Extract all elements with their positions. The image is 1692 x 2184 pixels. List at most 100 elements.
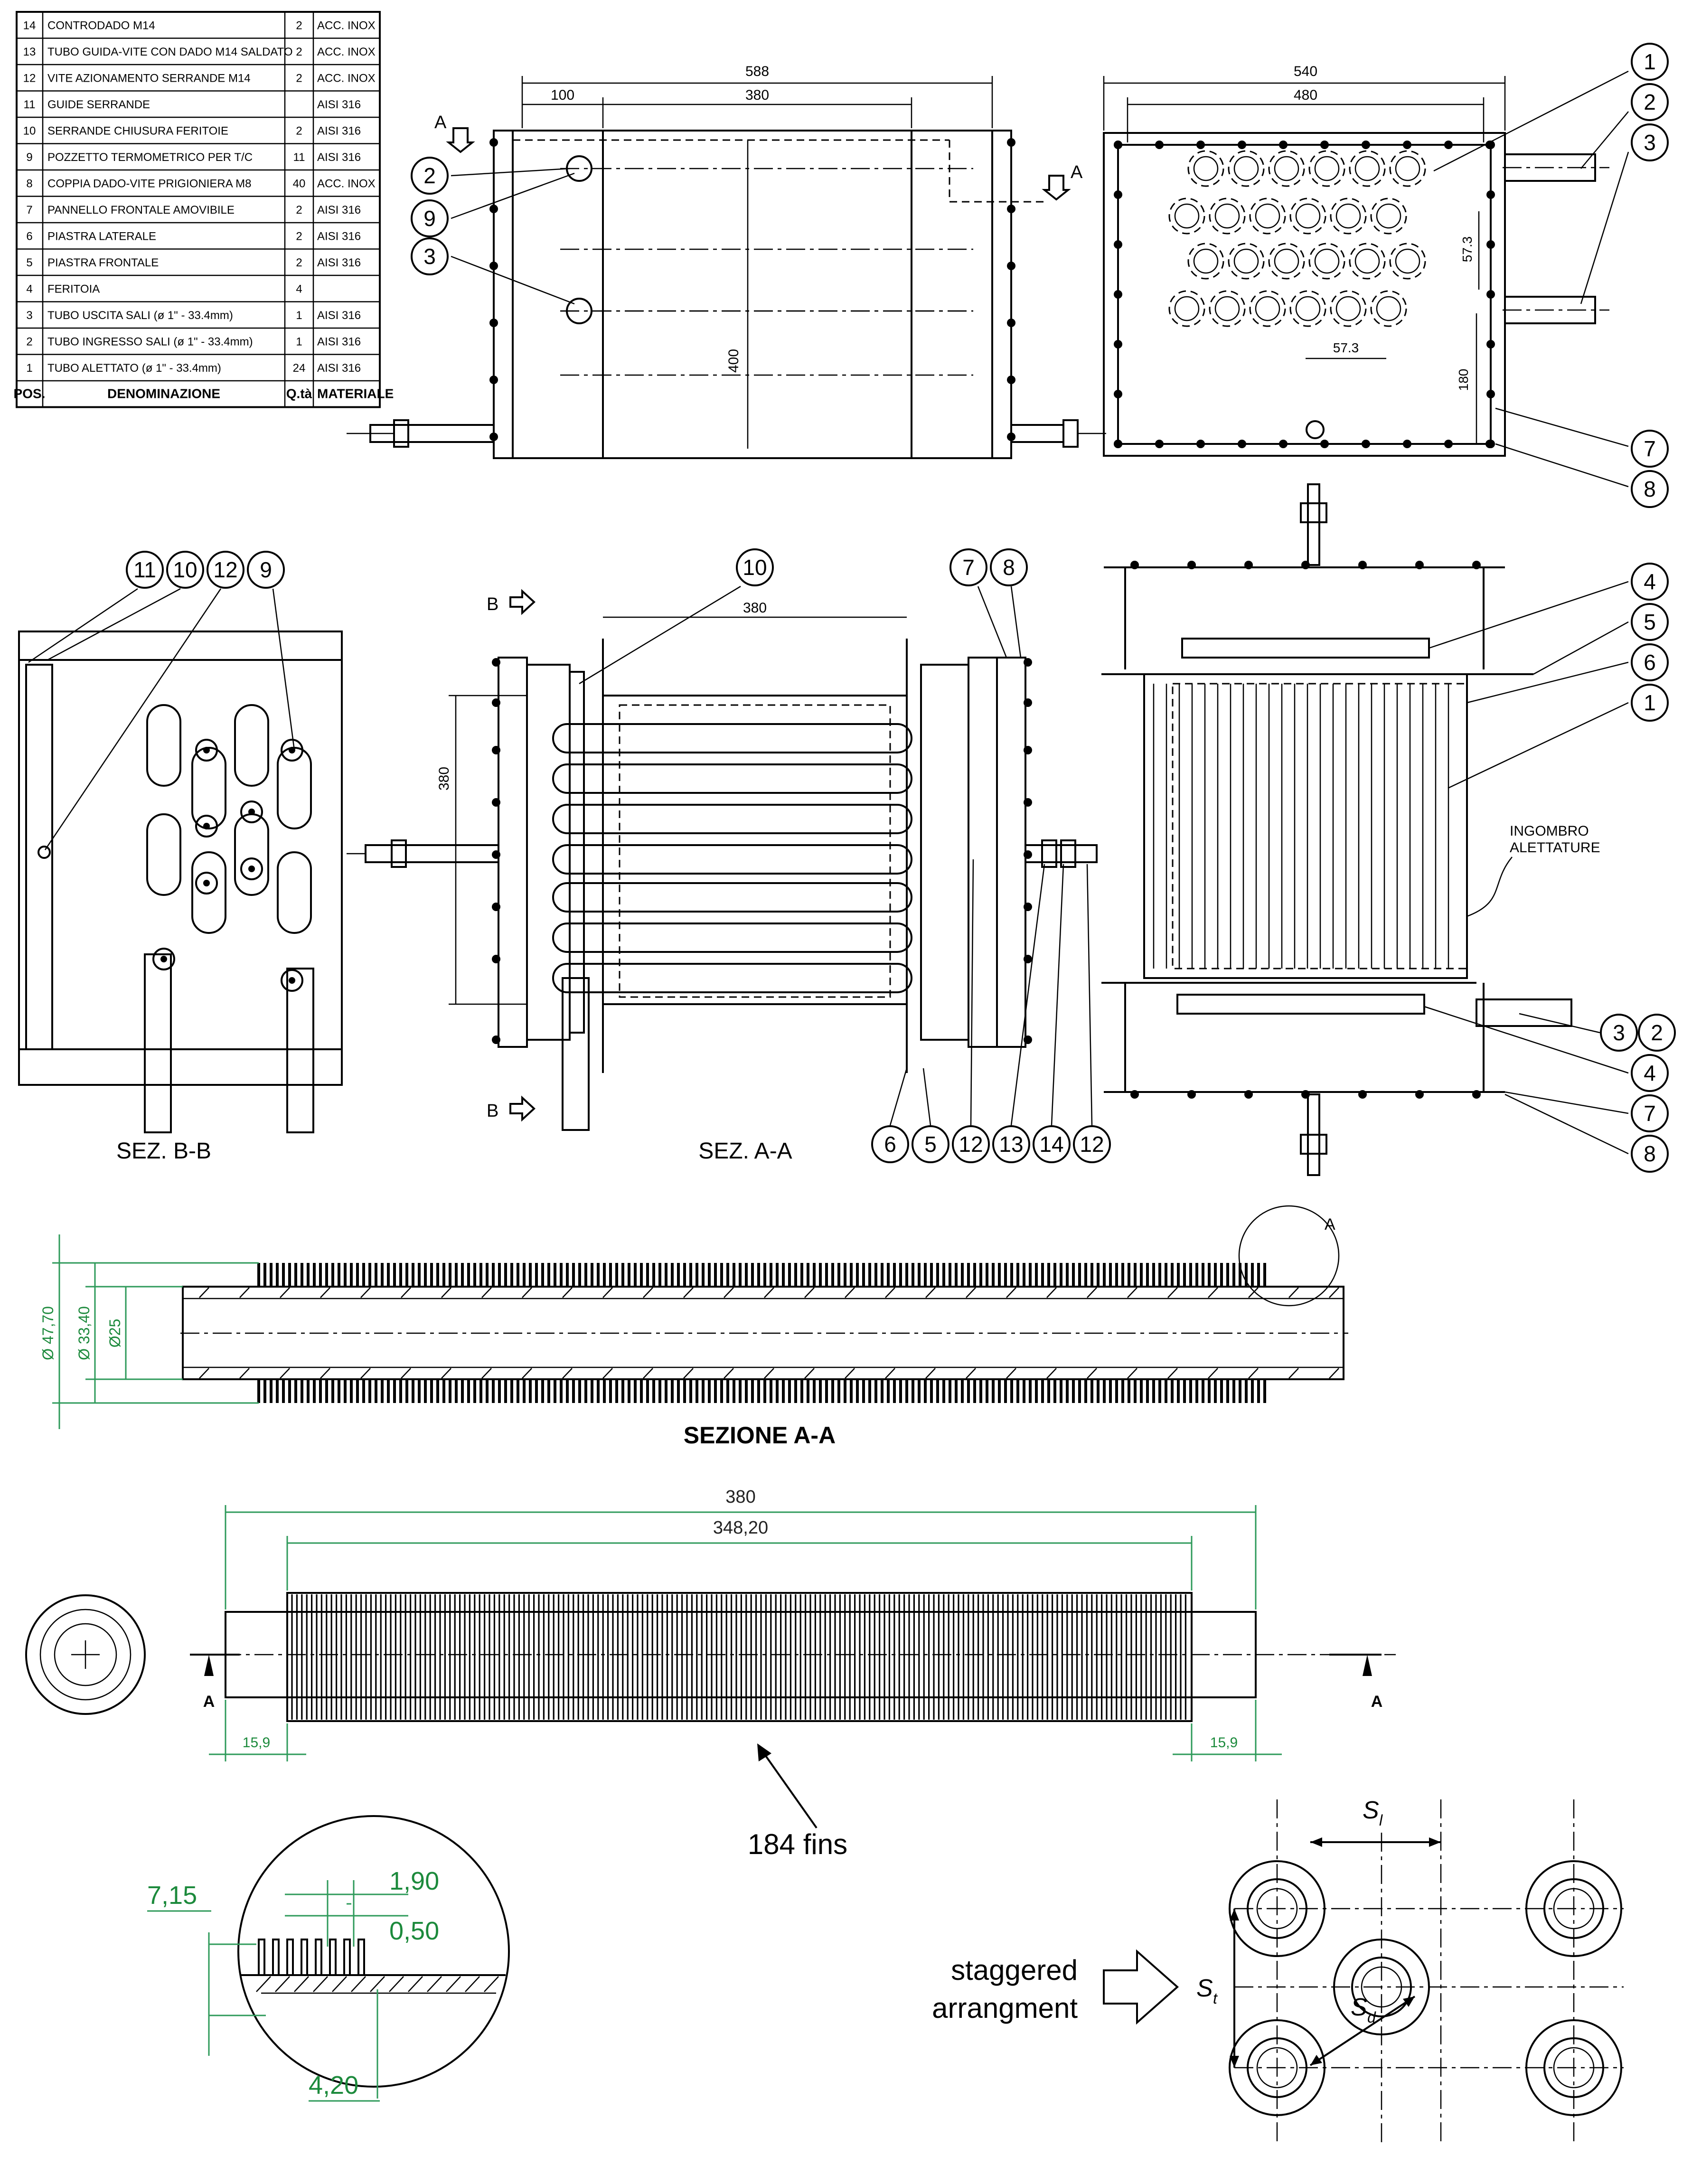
balloon-leader: [1051, 864, 1064, 1126]
bom-cell-mat: ACC. INOX: [317, 46, 376, 58]
bom-cell-qty: 2: [296, 230, 302, 243]
arr-sd-sub: d: [1367, 2009, 1376, 2026]
bolt: [1403, 141, 1411, 149]
item-balloon-number: 9: [260, 557, 272, 582]
bolt: [489, 433, 498, 441]
front-view: 588 100 380 400 A A: [347, 64, 1106, 459]
item-balloon-number: 3: [1644, 130, 1656, 155]
bolt: [1114, 390, 1122, 398]
finned-tube-outline: [1209, 290, 1246, 327]
item-balloon: [411, 157, 449, 195]
item-balloon-number: 3: [423, 244, 436, 269]
bolt: [492, 798, 500, 807]
item-balloon: [247, 551, 285, 589]
item-balloon-number: 13: [999, 1132, 1023, 1157]
balloon-leader: [1580, 111, 1629, 169]
balloon-leader: [1495, 443, 1629, 488]
bolt: [1358, 1090, 1367, 1099]
tube-side-dim-total: 380: [725, 1487, 755, 1507]
item-balloon-number: 1: [1644, 690, 1656, 715]
bom-cell-pos: 9: [26, 151, 32, 164]
bom-cell-name: PANNELLO FRONTALE AMOVIBILE: [47, 204, 235, 217]
item-balloon-number: 11: [133, 557, 156, 582]
balloon-leader: [47, 588, 181, 661]
balloon-leader: [1433, 70, 1629, 172]
tube-outline: [1214, 296, 1240, 321]
tube-outline: [1354, 248, 1380, 274]
balloon-leader: [1504, 1091, 1629, 1114]
balloon-leader: [977, 586, 1007, 658]
bom-cell-name: CONTRODADO M14: [47, 19, 155, 32]
bom-cell-mat: AISI 316: [317, 204, 361, 217]
balloon-leader: [579, 585, 741, 685]
balloon-leader: [1010, 586, 1022, 658]
fin: [357, 1939, 365, 1976]
front-dim-height: 400: [726, 349, 742, 373]
arr-sd-label: S: [1351, 1994, 1367, 2021]
item-balloon: [126, 551, 164, 589]
item-balloon-number: 6: [1644, 650, 1656, 675]
bom-cell-qty: Q.tà: [286, 386, 312, 401]
finned-tube-outline: [1268, 243, 1305, 280]
balloon-leader: [28, 588, 138, 663]
bolt: [1130, 561, 1139, 569]
bom-cell-mat: AISI 316: [317, 230, 361, 243]
balloon-leader: [1580, 151, 1629, 304]
bolt: [492, 1036, 500, 1044]
finned-tube-outline: [1370, 290, 1407, 327]
bolt: [1320, 141, 1329, 149]
item-balloon: [166, 551, 204, 589]
balloon-leader: [1495, 407, 1629, 447]
detail-a-fin-geometry: 1,90 0,50 7,15 4,20: [147, 1815, 510, 2102]
bolt: [1279, 141, 1288, 149]
side-view: 540 480 57.3 57.3 180: [1103, 64, 1609, 457]
bolt: [1007, 262, 1015, 270]
tube-outline: [1376, 296, 1401, 321]
bolt: [1024, 798, 1032, 807]
bolt: [1187, 561, 1196, 569]
bolt: [1155, 440, 1164, 448]
bolt: [1301, 561, 1310, 569]
tube-outline: [1193, 248, 1219, 274]
bom-cell-name: PIASTRA LATERALE: [47, 230, 156, 243]
finned-tube-outline: [1289, 290, 1326, 327]
bom-cell-pos: 4: [26, 283, 32, 296]
bom-cell-pos: 5: [26, 256, 32, 269]
damper-slot: [146, 704, 181, 787]
bom-cell-name: TUBO USCITA SALI (ø 1" - 33.4mm): [47, 309, 233, 322]
arr-st-sub: t: [1213, 1990, 1218, 2007]
bom-cell-mat: AISI 316: [317, 98, 361, 111]
bom-cell-mat: AISI 316: [317, 336, 361, 348]
bolt: [1007, 433, 1015, 441]
tube-outline: [1314, 248, 1340, 274]
section-aa-dim-horizontal: 380: [743, 600, 767, 616]
finned-tube-section: A Ø 47,70 Ø 33,40 Ø25 SEZIONE A-A: [39, 1205, 1348, 1449]
bom-cell-mat: AISI 316: [317, 309, 361, 322]
finned-tube-outline: [1289, 198, 1326, 235]
bolt: [1415, 1090, 1424, 1099]
bom-cell-name: TUBO ALETTATO (ø 1" - 33.4mm): [47, 362, 221, 375]
thermowell-center: [248, 866, 255, 872]
bolt: [1114, 340, 1122, 348]
balloon-leader: [889, 1068, 908, 1126]
bom-cell-qty: 4: [296, 283, 302, 296]
item-balloon-number: 2: [1644, 90, 1656, 114]
item-balloon-number: 2: [423, 163, 436, 188]
bom-cell-name: DENOMINAZIONE: [107, 386, 220, 401]
arr-label-line1: staggered: [951, 1954, 1078, 1986]
bom-cell-pos: 13: [23, 46, 36, 58]
item-balloon: [1033, 1125, 1071, 1163]
item-balloon-number: 1: [1644, 49, 1656, 74]
bundle-note-line1: INGOMBRO: [1510, 823, 1589, 839]
tube-outline: [1314, 156, 1340, 181]
thermowell: [281, 739, 303, 762]
arr-sl-sub: l: [1379, 1812, 1383, 1829]
balloon-leader: [451, 168, 570, 177]
tube-d-inner: Ø25: [106, 1319, 123, 1347]
bolt: [1486, 240, 1495, 249]
bolt: [489, 319, 498, 327]
fin: [258, 1939, 265, 1976]
bolt: [1472, 1090, 1481, 1099]
tube-outline: [1295, 203, 1321, 229]
